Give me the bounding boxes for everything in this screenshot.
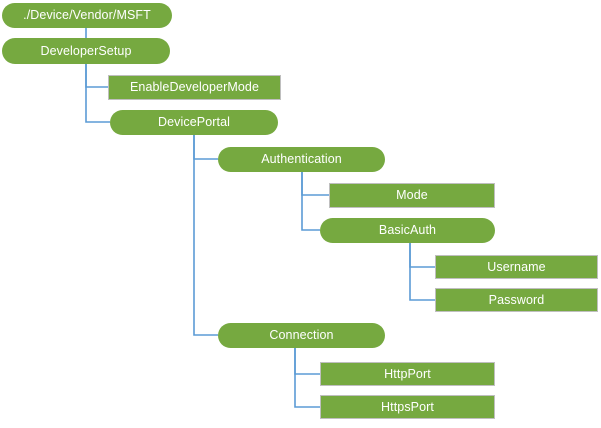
connector-basicauth-to-password — [409, 243, 435, 301]
connector-authentication-to-mode — [301, 172, 329, 196]
node-password[interactable]: Password — [435, 288, 598, 312]
node-root[interactable]: ./Device/Vendor/MSFT — [2, 3, 172, 28]
node-label-developersetup: DeveloperSetup — [40, 43, 132, 58]
node-label-basicauth: BasicAuth — [378, 223, 437, 238]
node-label-password: Password — [488, 292, 545, 307]
connector-authentication-to-basicauth — [301, 172, 320, 231]
node-authentication[interactable]: Authentication — [218, 147, 385, 172]
node-label-enabledevelopermode: EnableDeveloperMode — [129, 80, 260, 95]
node-username[interactable]: Username — [435, 255, 598, 279]
node-label-root: ./Device/Vendor/MSFT — [23, 8, 151, 23]
node-developersetup[interactable]: DeveloperSetup — [2, 38, 170, 64]
node-basicauth[interactable]: BasicAuth — [320, 218, 495, 243]
connector-developersetup-to-enabledevelopermode — [85, 64, 108, 88]
connector-deviceportal-to-connection — [193, 135, 218, 336]
connector-basicauth-to-username — [409, 243, 435, 268]
connector-connection-to-httpsport — [294, 348, 320, 408]
node-enabledevelopermode[interactable]: EnableDeveloperMode — [108, 75, 281, 100]
node-httpsport[interactable]: HttpsPort — [320, 395, 495, 419]
node-label-connection: Connection — [269, 328, 334, 343]
node-label-authentication: Authentication — [261, 152, 342, 167]
node-deviceportal[interactable]: DevicePortal — [110, 110, 278, 135]
node-mode[interactable]: Mode — [329, 183, 495, 208]
node-connection[interactable]: Connection — [218, 323, 385, 348]
connector-connection-to-httpport — [294, 348, 320, 375]
node-label-httpport: HttpPort — [384, 366, 431, 381]
node-httpport[interactable]: HttpPort — [320, 362, 495, 386]
node-label-username: Username — [487, 259, 546, 274]
node-label-deviceportal: DevicePortal — [157, 115, 231, 130]
connector-deviceportal-to-authentication — [193, 135, 218, 160]
node-label-mode: Mode — [396, 188, 428, 203]
connector-developersetup-to-deviceportal — [85, 64, 110, 123]
node-label-httpsport: HttpsPort — [381, 399, 434, 414]
